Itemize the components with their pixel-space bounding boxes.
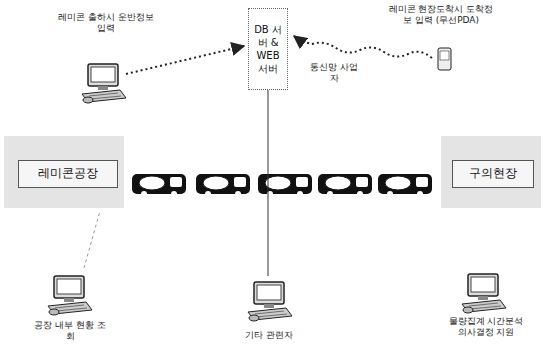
pc-caption: 물량집계 시간분석 의사결정 지원 xyxy=(444,316,528,339)
server-box: DB 서버 & WEB 서버 xyxy=(248,8,288,90)
node-text: 구의현장 xyxy=(469,166,517,182)
network-label: 통신망 사업자 xyxy=(306,62,362,85)
input-note: 레미콘 출하시 운반정보 입력 xyxy=(58,12,154,35)
factory-box: 레미콘공장 xyxy=(18,160,118,188)
node-text: 레미콘공장 xyxy=(38,166,98,182)
pc-caption: 공장 내부 현황 조회 xyxy=(30,320,110,343)
site-box: 구의현장 xyxy=(452,160,534,188)
node-text: DB 서버 & WEB 서버 xyxy=(251,23,285,75)
pda-note: 레미콘 현장도착시 도착정보 입력 (무선PDA) xyxy=(386,4,496,27)
pc-caption: 기타 관련자 xyxy=(226,330,312,341)
